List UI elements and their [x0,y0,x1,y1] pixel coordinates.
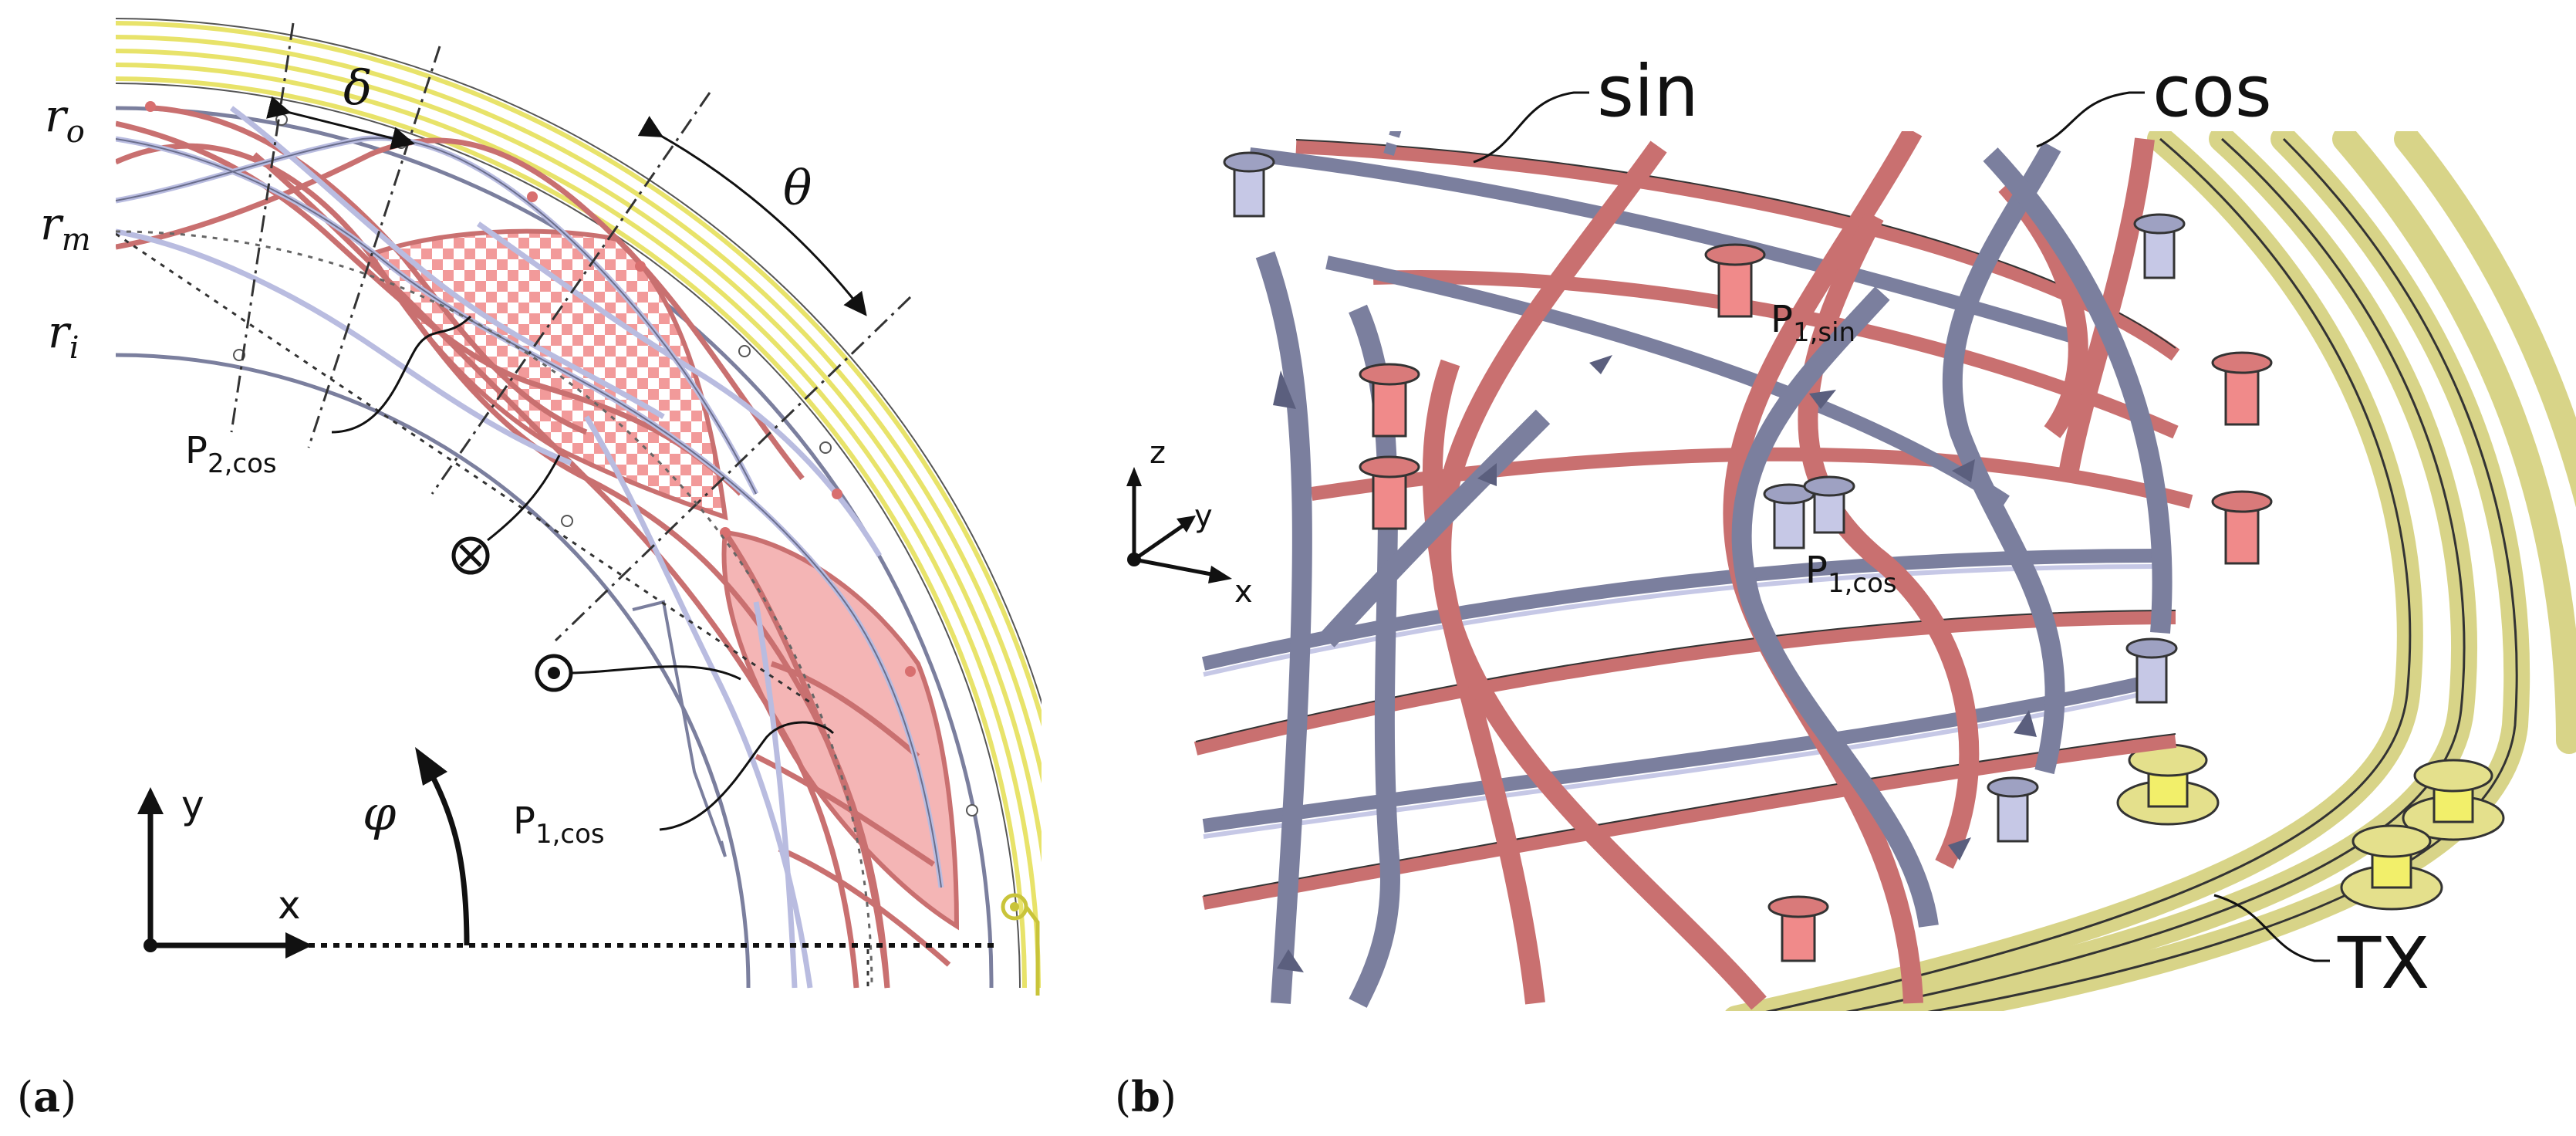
panel-a [116,18,1042,996]
caption-a: (a) [17,1072,76,1121]
out-of-page-marker [535,654,741,692]
axes-a: y x [137,783,312,958]
cos-vias-b [1223,151,2186,843]
phi-angle: φ [363,747,470,946]
p1cos-label-a: P1,cos [513,800,605,850]
tx-vias-b [2116,743,2505,911]
delta-dimension: δ [266,59,415,150]
caption-b: (b) [1115,1072,1177,1121]
panel-b [1193,131,2576,1011]
cos-label: cos [2152,50,2272,133]
tx-connectors-a [1001,893,1040,996]
into-page-marker [451,455,561,575]
current-arrows-b [1273,355,2037,972]
axis-y-label-b: y [1194,499,1213,534]
cos-windings-a-outline [116,137,942,888]
axis-x-label-b: x [1234,574,1253,610]
p1sin-label: P1,sin [1771,298,1855,348]
tx-annotation: TX [2213,894,2429,1005]
axis-z-label-b: z [1150,435,1166,471]
sin-windings-a [116,105,951,989]
axis-x-label-a: x [278,883,301,928]
sin-coil-region-checker [366,228,728,521]
sin-vias-b [1359,243,2273,962]
cos-annotation: cos [2036,50,2272,148]
label-r-o: ro [45,90,85,150]
axes-b: z y x [1126,435,1253,610]
mid-radius-arc [116,230,873,989]
delta-label: δ [343,59,372,116]
label-r-m: rm [40,198,91,258]
p1cos-annotation-a: P1,cos [513,721,835,850]
sin-label: sin [1597,50,1699,133]
label-r-i: ri [48,306,79,366]
radius-labels: ro rm ri [40,90,91,366]
p2cos-label: P2,cos [185,429,277,479]
theta-label: θ [783,160,812,216]
p1cos-label-b: P1,cos [1805,549,1897,599]
tx-label: TX [2337,922,2429,1005]
sin-annotation: sin [1473,50,1699,164]
axis-y-label-a: y [181,783,204,827]
p2cos-annotation: P2,cos [185,315,472,479]
theta-dimension: θ [637,116,867,316]
phi-label: φ [363,785,397,841]
